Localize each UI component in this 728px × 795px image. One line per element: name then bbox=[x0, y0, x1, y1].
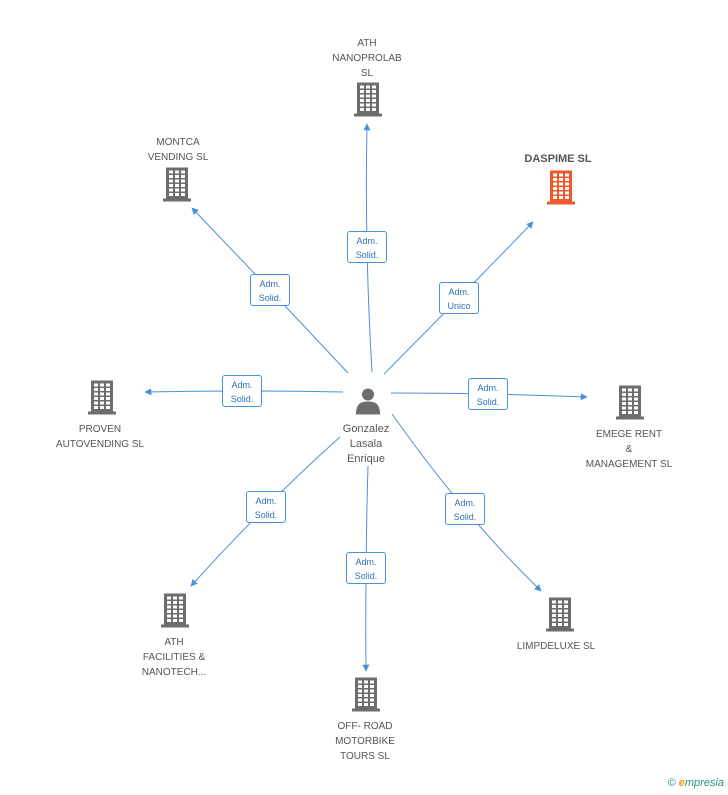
edge-label-emege-rent[interactable]: Adm. Solid. bbox=[468, 378, 508, 410]
company-name-limpdeluxe[interactable]: LIMPDELUXE SL bbox=[516, 641, 596, 652]
building-icon bbox=[547, 170, 575, 205]
company-node-ath-nanoprolab[interactable] bbox=[353, 82, 383, 122]
company-name-off-road[interactable]: OFF- ROAD MOTORBIKE TOURS SL bbox=[335, 721, 395, 762]
brand-logo-e: e bbox=[678, 777, 685, 789]
company-node-limpdeluxe[interactable] bbox=[545, 597, 575, 637]
company-name-ath-facilities[interactable]: ATH FACILITIES & NANOTECH... bbox=[141, 637, 207, 678]
company-name-proven[interactable]: PROVEN AUTOVENDING SL bbox=[55, 424, 145, 450]
company-node-proven[interactable] bbox=[87, 380, 117, 420]
company-node-off-road[interactable] bbox=[351, 677, 381, 717]
edge-label-daspime[interactable]: Adm. Unico bbox=[439, 282, 479, 314]
person-icon bbox=[356, 388, 380, 415]
company-node-emege-rent[interactable] bbox=[615, 385, 645, 425]
company-name-ath-nanoprolab[interactable]: ATH NANOPROLAB SL bbox=[332, 38, 402, 79]
building-icon bbox=[352, 677, 380, 712]
copyright-symbol: © bbox=[667, 777, 676, 789]
building-icon bbox=[161, 593, 189, 628]
company-name-emege-rent[interactable]: EMEGE RENT & MANAGEMENT SL bbox=[585, 429, 673, 470]
company-node-daspime[interactable] bbox=[546, 170, 576, 210]
building-icon bbox=[163, 167, 191, 202]
edge-label-ath-nanoprolab[interactable]: Adm. Solid. bbox=[347, 231, 387, 263]
edge-label-off-road[interactable]: Adm. Solid. bbox=[346, 552, 386, 584]
company-name-montca[interactable]: MONTCA VENDING SL bbox=[147, 137, 209, 163]
building-icon bbox=[546, 597, 574, 632]
brand-logo-text: mpresia bbox=[684, 777, 724, 789]
building-icon bbox=[616, 385, 644, 420]
center-person-label: Gonzalez Lasala Enrique bbox=[342, 423, 390, 465]
company-name-daspime[interactable]: DASPIME SL bbox=[524, 153, 592, 165]
edge-label-limpdeluxe[interactable]: Adm. Solid. bbox=[445, 493, 485, 525]
building-icon bbox=[88, 380, 116, 415]
company-node-montca[interactable] bbox=[162, 167, 192, 207]
edge-label-proven[interactable]: Adm. Solid. bbox=[222, 375, 262, 407]
footer-brand[interactable]: © empresia bbox=[668, 777, 724, 789]
company-node-ath-facilities[interactable] bbox=[160, 593, 190, 633]
edge-label-montca[interactable]: Adm. Solid. bbox=[250, 274, 290, 306]
building-icon bbox=[354, 82, 382, 117]
edge-label-ath-facilities[interactable]: Adm. Solid. bbox=[246, 491, 286, 523]
center-person-node[interactable] bbox=[354, 387, 382, 420]
